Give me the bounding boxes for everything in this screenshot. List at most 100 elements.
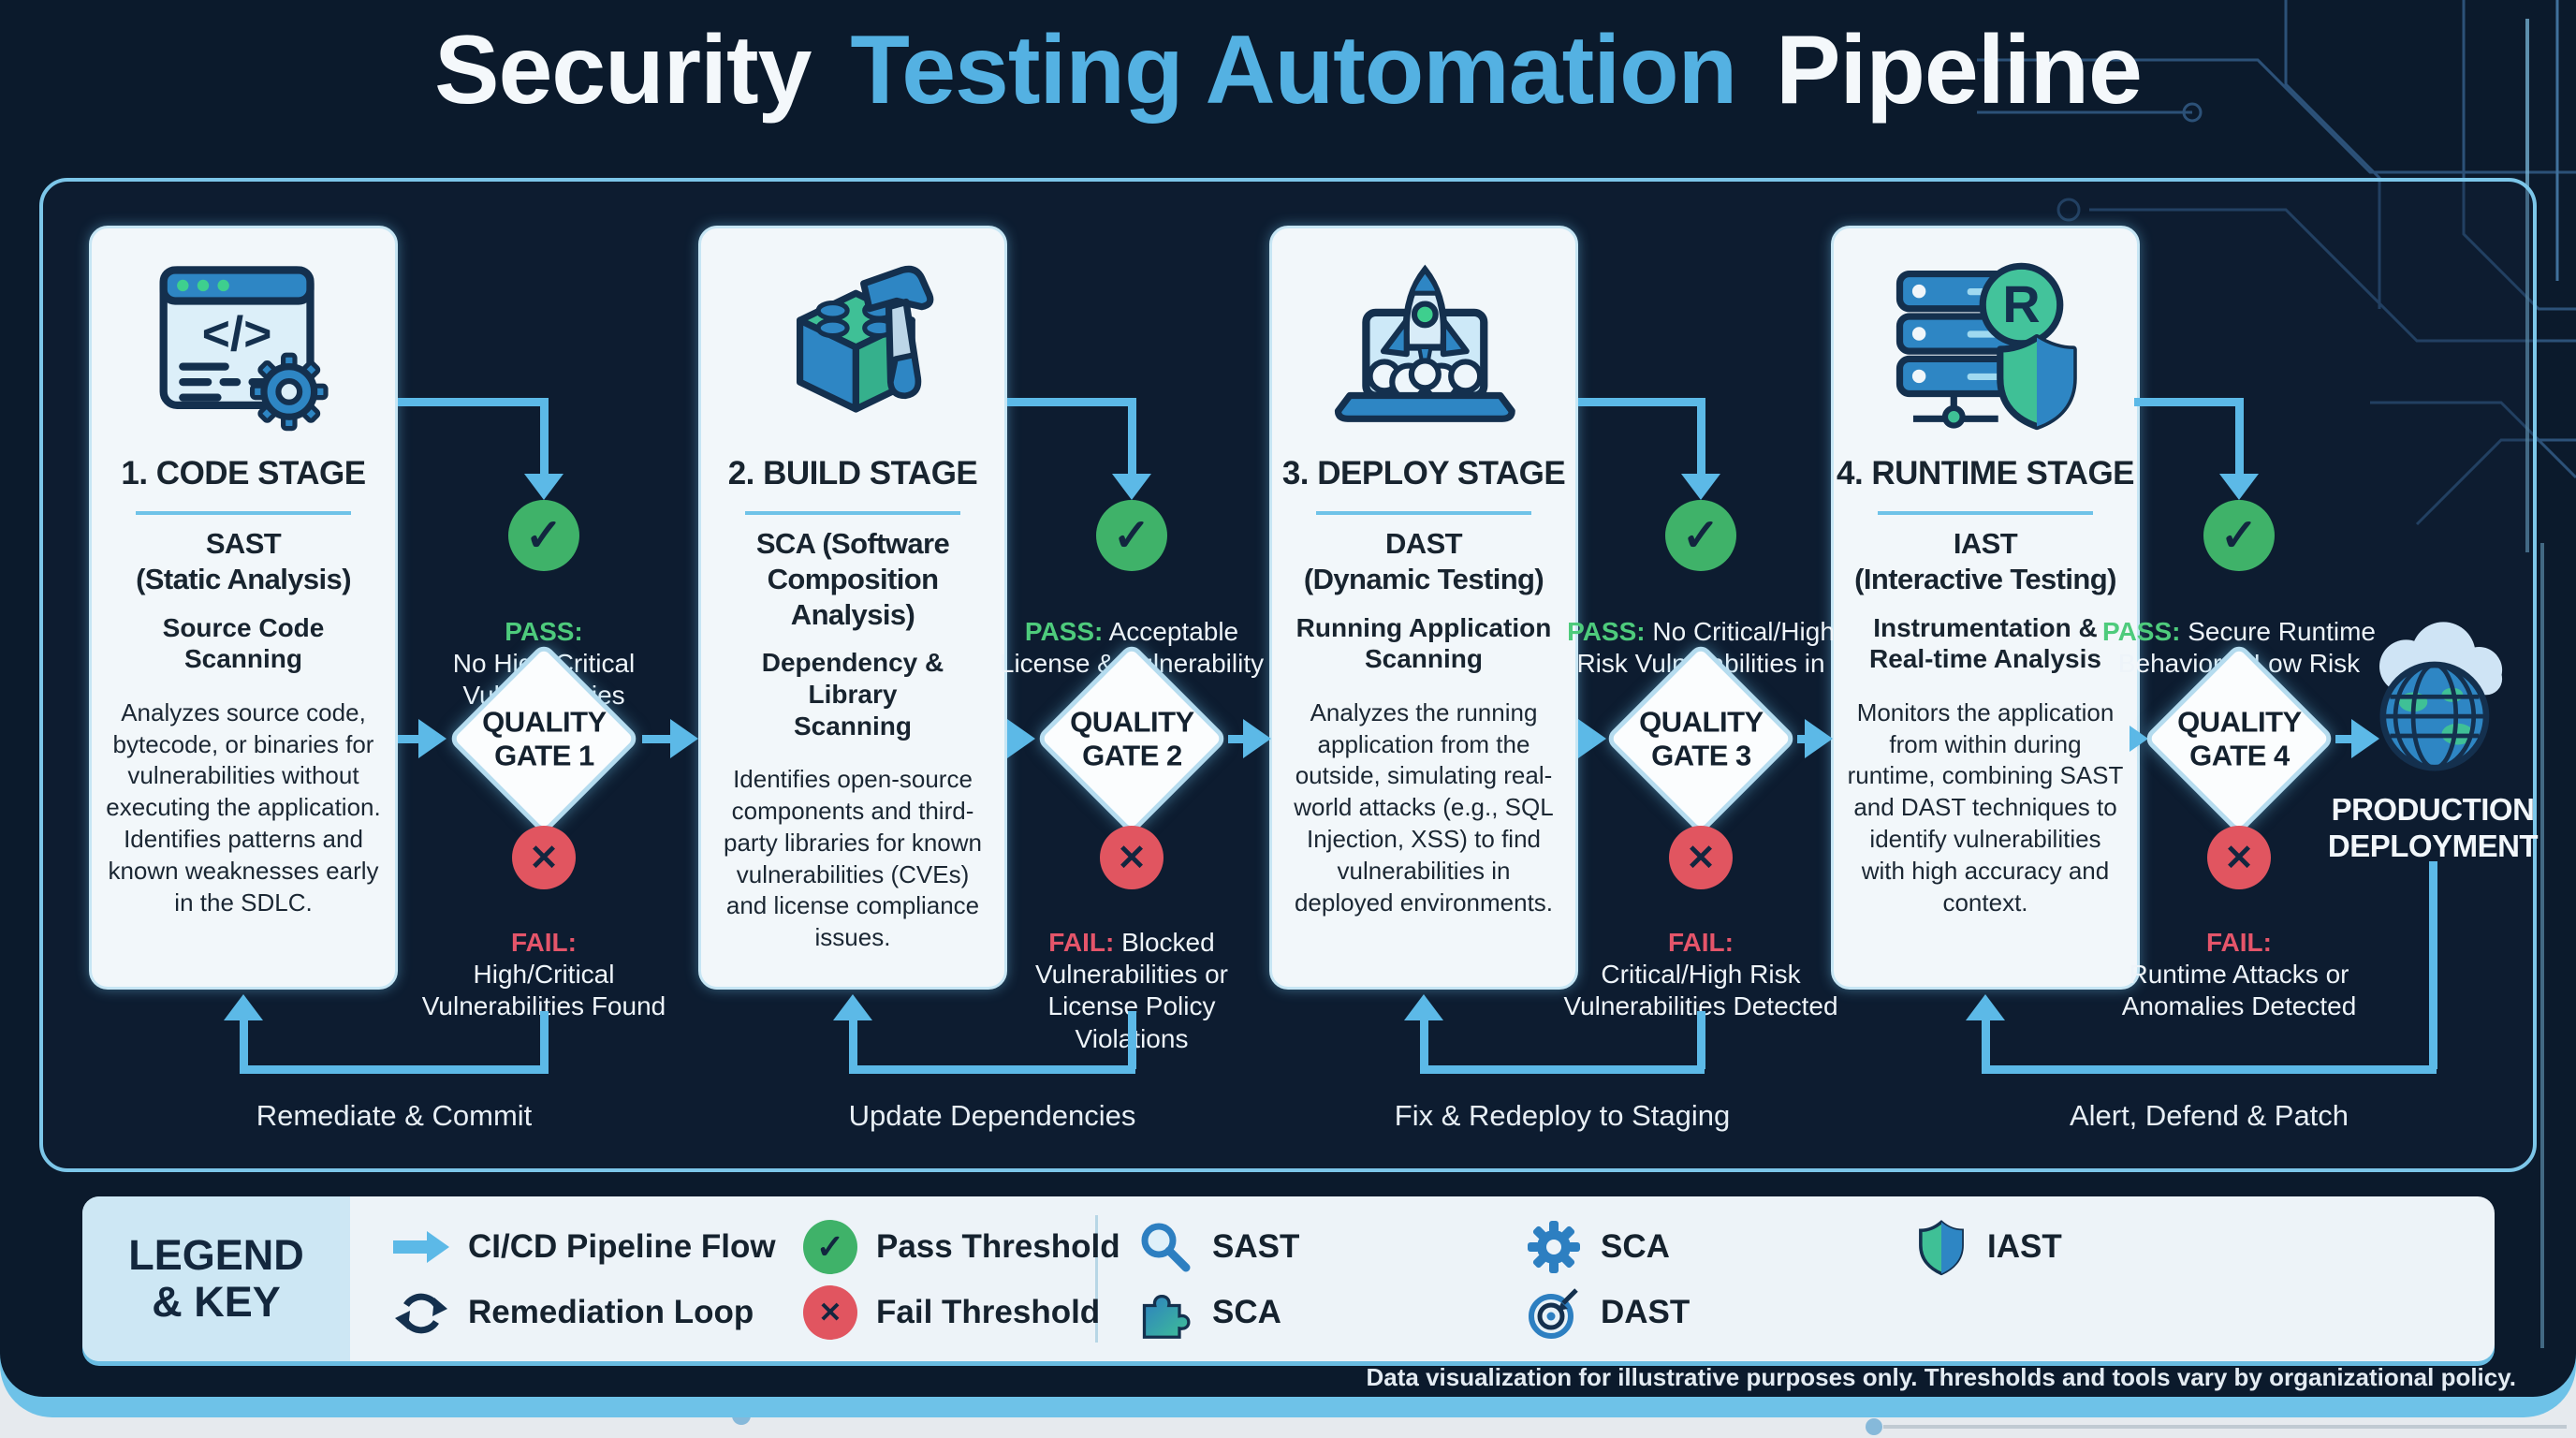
circuit-edge-line [2540,543,2544,1348]
stage-divider [1877,511,2094,515]
legend-label: IAST [1987,1228,2062,1265]
legend-item-iast: IAST [1914,1217,2062,1277]
fail-x-icon: ✕ [1669,826,1733,889]
stage-tool: IAST (Interactive Testing) [1854,527,2116,595]
production-deployment-label: PRODUCTION DEPLOYMENT [2327,792,2539,863]
flow-arrowhead-down [524,474,564,500]
flow-arrowhead-right [1243,719,1271,758]
flow-arrowhead-right [1578,719,1606,758]
stage-method: Running Application Scanning [1295,612,1552,674]
elbow-connector [1128,398,1136,477]
gear-icon [1528,1221,1580,1273]
loop-label-fix: Fix & Redeploy to Staging [1394,1099,1731,1132]
loop-connector [240,1020,248,1065]
stage-description: Identifies open-source components and th… [724,765,982,952]
stage-description: Monitors the application from within dur… [1847,697,2124,917]
loop-label-remediate: Remediate & Commit [256,1099,533,1132]
pass-label: PASS: [505,617,583,647]
legend-panel: LEGEND & KEY CI/CD Pipeline Flow Remedia… [82,1196,2495,1361]
loop-connector [1697,1011,1705,1069]
cloud-globe-icon [2379,622,2503,771]
pass-label: PASS: [2101,617,2181,647]
fail-threshold-text: FAIL: Runtime Attacks or Anomalies Detec… [2099,895,2379,1023]
loop-arrowhead-up [1404,994,1443,1020]
quality-gate-label: QUALITY GATE 4 [2176,705,2302,771]
legend-label: Pass Threshold [876,1228,1120,1265]
legend-item-cicd-flow: CI/CD Pipeline Flow [393,1217,776,1277]
legend-label: Remediation Loop [468,1294,754,1330]
magnifier-icon [1141,1223,1191,1272]
legend-item-fail-threshold: ✕ Fail Threshold [803,1283,1100,1343]
legend-title: LEGEND & KEY [82,1196,350,1361]
stage-divider [744,511,961,515]
title-words-testing-automation: Testing Automation [850,16,1737,125]
laptop-rocket-icon [1334,264,1515,422]
page-title: Security Testing Automation Pipeline [0,15,2576,126]
pass-label: PASS: [1024,617,1104,647]
stage-method: Dependency & Library Scanning [761,648,944,741]
fail-x-icon: ✕ [512,826,576,889]
loop-connector [1128,1011,1136,1069]
fail-condition: High/Critical Vulnerabilities Found [421,960,666,1021]
stage-description: Analyzes the running application from th… [1294,697,1554,917]
loop-connector [540,1011,549,1069]
fail-x-icon: ✕ [2207,826,2271,889]
stage-tool: SCA (Software Composition Analysis) [755,527,950,631]
fail-label: FAIL: [2206,928,2272,958]
fail-threshold-icon: ✕ [803,1285,857,1340]
flow-arrow-icon [393,1231,449,1263]
elbow-connector [540,398,549,477]
legend-label: SCA [1212,1294,1281,1330]
stage-card-runtime: R 4. RUNTIME STAGE IAST (Interactive Tes… [1831,226,2140,990]
fail-condition: Runtime Attacks or Anomalies Detected [2121,960,2357,1021]
legend-label: CI/CD Pipeline Flow [468,1228,776,1265]
remediation-loop-icon [395,1293,447,1334]
elbow-connector [1007,398,1135,406]
stage-name: 2. BUILD STAGE [727,455,978,492]
pass-check-icon: ✓ [2203,500,2275,571]
loop-connector [240,1065,549,1074]
flow-arrowhead-right [418,719,446,758]
fail-threshold-text: FAIL: Critical/High Risk Vulnerabilities… [1560,895,1841,1023]
legend-item-dast: DAST [1526,1283,1690,1343]
pipeline-panel: </> [39,178,2539,1172]
flow-connector [1797,735,1808,743]
loop-connector [1420,1020,1428,1065]
stage-card-code: </> [89,226,398,990]
quality-gate-label: QUALITY GATE 3 [1638,705,1764,771]
fail-threshold-text: FAIL: High/Critical Vulnerabilities Foun… [403,895,684,1023]
flow-arrowhead-right [2351,719,2379,758]
stage-method: Instrumentation & Real-time Analysis [1869,612,2101,674]
loop-connector [1982,1065,2437,1074]
pass-check-icon: ✓ [1665,500,1736,571]
legend-label: DAST [1601,1294,1690,1330]
loop-connector [849,1065,1135,1074]
svg-text:</>: </> [201,306,271,360]
elbow-connector [2235,398,2244,477]
loop-label-update: Update Dependencies [848,1099,1136,1132]
stage-tool: DAST (Dynamic Testing) [1303,527,1544,595]
main-background: Security Testing Automation Pipeline </> [0,0,2576,1397]
title-word-pipeline: Pipeline [1776,16,2143,125]
stage-method: Source Code Scanning [162,612,325,674]
flow-arrowhead-right [2130,726,2148,752]
disclaimer-text: Data visualization for illustrative purp… [1366,1363,2516,1391]
fail-label: FAIL: [1048,928,1115,958]
stage-name: 4. RUNTIME STAGE [1836,455,2135,492]
fail-label: FAIL: [1668,928,1734,958]
flow-connector [398,735,420,743]
legend-divider [1095,1215,1098,1343]
fail-label: FAIL: [511,928,577,958]
legend-label: Fail Threshold [876,1294,1101,1330]
loop-connector [2429,861,2437,1069]
flow-arrowhead-down [1112,474,1151,500]
fail-x-icon: ✕ [1100,826,1164,889]
stage-name: 1. CODE STAGE [121,455,366,492]
elbow-connector [1578,398,1705,406]
flow-arrowhead-down [2219,474,2259,500]
pass-threshold-icon: ✓ [803,1220,857,1274]
flow-arrowhead-down [1681,474,1720,500]
flow-arrowhead-right [1805,719,1833,758]
legend-label: SCA [1601,1228,1670,1265]
